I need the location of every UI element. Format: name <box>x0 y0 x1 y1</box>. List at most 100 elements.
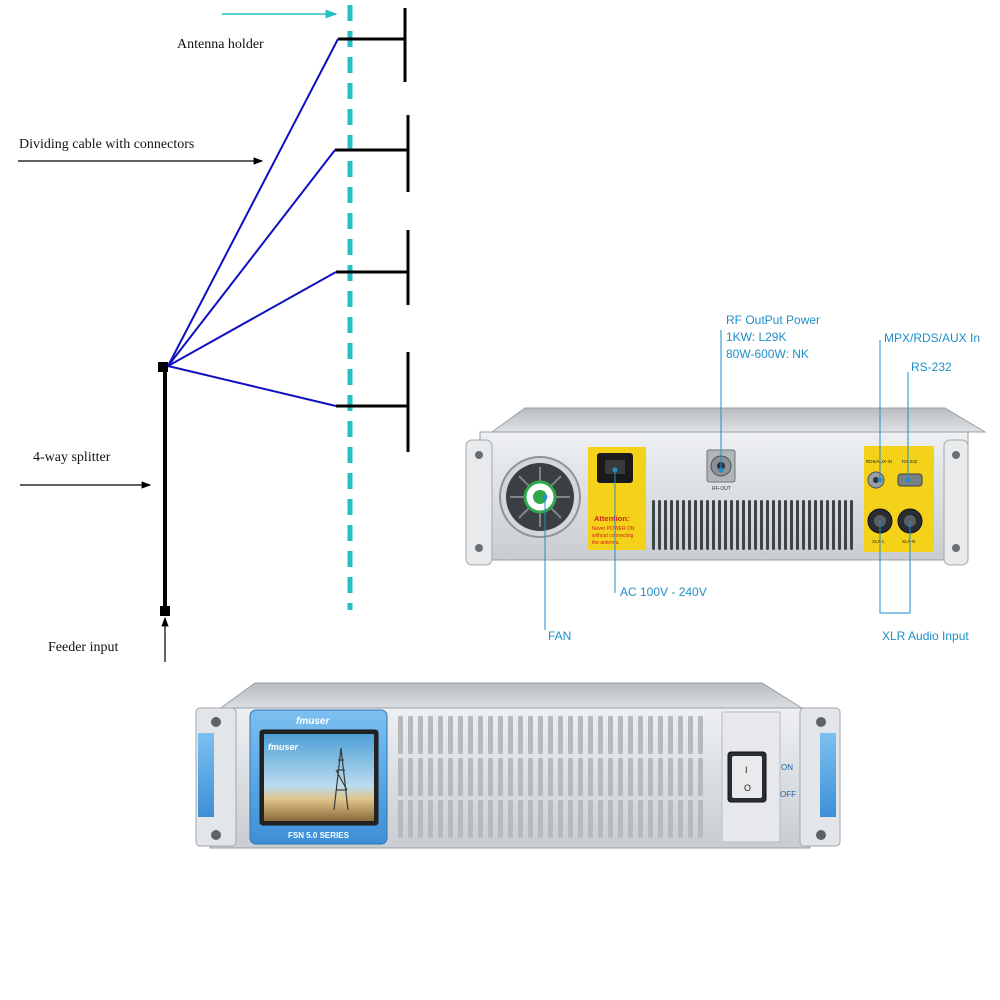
front-panel-view: fmuser fmuser FSN 5.0 SERIES I O ON OFF <box>195 682 841 849</box>
rs232-callout: RS-232 <box>911 360 952 374</box>
switch-on-mark: I <box>745 765 748 775</box>
rear-handle-right <box>943 439 969 566</box>
vent-slot <box>618 800 623 838</box>
tower-icon <box>333 747 349 811</box>
vent-slot <box>418 716 423 754</box>
vent-slot <box>408 716 413 754</box>
vent-slot <box>438 716 443 754</box>
vent-slot <box>468 716 473 754</box>
vent-slot <box>528 758 533 796</box>
vent-slot <box>648 716 653 754</box>
vent-slot <box>398 800 403 838</box>
vent-slot <box>588 716 593 754</box>
vent-slot <box>670 500 673 550</box>
vent-slot <box>448 800 453 838</box>
mpx-callout: MPX/RDS/AUX In <box>884 331 980 345</box>
front-vent <box>398 716 703 838</box>
vent-slot <box>398 716 403 754</box>
switch-off-mark: O <box>744 783 751 793</box>
vent-slot <box>712 500 715 550</box>
front-chassis-top <box>216 682 807 711</box>
dividing-cables <box>167 38 339 407</box>
vent-slot <box>698 716 703 754</box>
vent-slot <box>538 800 543 838</box>
vent-slot <box>518 800 523 838</box>
vent-slot <box>688 800 693 838</box>
vent-slot <box>498 716 503 754</box>
antenna-element <box>336 230 410 305</box>
vent-slot <box>418 800 423 838</box>
vent-slot <box>608 716 613 754</box>
vent-slot <box>458 758 463 796</box>
vent-slot <box>468 800 473 838</box>
antenna-element <box>338 8 407 82</box>
rear-handle-left <box>465 439 493 566</box>
vent-slot <box>478 716 483 754</box>
vent-slot <box>658 758 663 796</box>
vent-slot <box>468 758 473 796</box>
vent-slot <box>408 758 413 796</box>
vent-slot <box>418 758 423 796</box>
vent-slot <box>706 500 709 550</box>
rear-panel-view: Attention: Never POWER ON without connec… <box>465 313 987 643</box>
vent-slot <box>618 716 623 754</box>
warning-text: the antenna. <box>592 540 620 546</box>
switch-on-label: ON <box>781 763 793 772</box>
vent-slot <box>832 500 835 550</box>
rf-out-panel-label: RF-OUT <box>712 486 731 492</box>
vent-slot <box>458 800 463 838</box>
vent-slot <box>844 500 847 550</box>
vent-slot <box>548 758 553 796</box>
vent-slot <box>826 500 829 550</box>
vent-slot <box>618 758 623 796</box>
vent-slot <box>448 758 453 796</box>
vent-slot <box>658 800 663 838</box>
vent-slot <box>498 758 503 796</box>
vent-slot <box>754 500 757 550</box>
vent-slot <box>814 500 817 550</box>
vent-slot <box>730 500 733 550</box>
vent-slot <box>688 500 691 550</box>
vent-slot <box>850 500 853 550</box>
vent-slot <box>688 716 693 754</box>
rs232-panel-label: RS-232 <box>902 459 918 464</box>
rf-output-callout: 1KW: L29K <box>726 330 786 344</box>
vent-slot <box>688 758 693 796</box>
rear-vent <box>652 500 853 550</box>
switch-off-label: OFF <box>780 790 796 799</box>
vent-slot <box>778 500 781 550</box>
vent-slot <box>478 800 483 838</box>
vent-slot <box>652 500 655 550</box>
vent-slot <box>548 800 553 838</box>
vent-slot <box>428 800 433 838</box>
vent-slot <box>408 800 413 838</box>
vent-slot <box>820 500 823 550</box>
vent-slot <box>718 500 721 550</box>
vent-slot <box>736 500 739 550</box>
vent-slot <box>598 800 603 838</box>
vent-slot <box>558 716 563 754</box>
vent-slot <box>548 716 553 754</box>
antenna-holder-label: Antenna holder <box>177 37 264 52</box>
vent-slot <box>808 500 811 550</box>
vent-slot <box>488 758 493 796</box>
vent-slot <box>664 500 667 550</box>
vent-slot <box>724 500 727 550</box>
vent-slot <box>796 500 799 550</box>
vent-slot <box>398 758 403 796</box>
vent-slot <box>638 800 643 838</box>
warning-title: Attention: <box>594 514 629 523</box>
feeder-input-label: Feeder input <box>48 640 118 655</box>
rear-chassis-top <box>490 407 987 433</box>
rf-output-callout: RF OutPut Power <box>726 313 820 327</box>
vent-slot <box>668 716 673 754</box>
vent-slot <box>598 758 603 796</box>
vent-slot <box>438 758 443 796</box>
fan-icon <box>499 456 581 538</box>
vent-slot <box>790 500 793 550</box>
vent-slot <box>760 500 763 550</box>
vent-slot <box>608 758 613 796</box>
vent-slot <box>700 500 703 550</box>
vent-slot <box>458 716 463 754</box>
ac-callout: AC 100V - 240V <box>620 585 707 599</box>
